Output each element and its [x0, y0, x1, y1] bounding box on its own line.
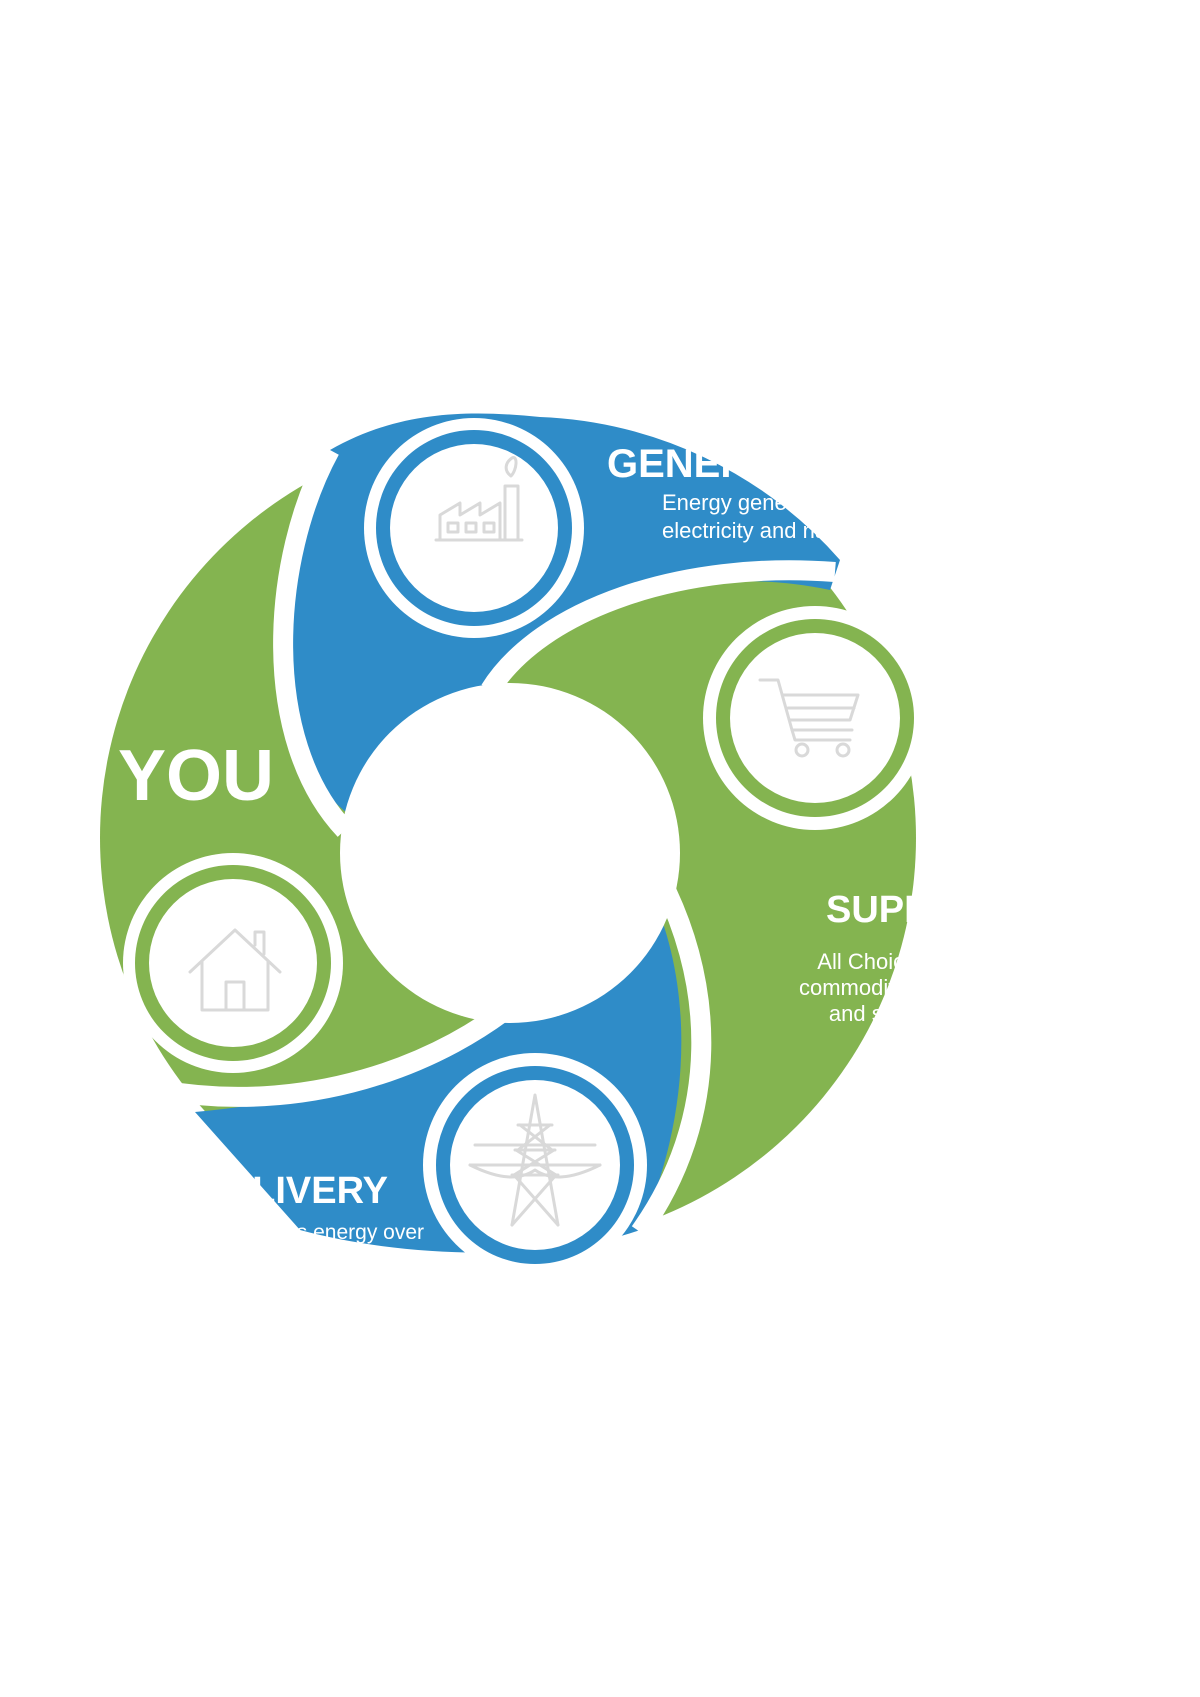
- you-label: YOU: [118, 736, 274, 816]
- delivery-title: DELIVERY: [199, 1170, 388, 1212]
- factory-icon: [434, 456, 524, 542]
- badge-supply: [703, 606, 927, 830]
- badge-you: [123, 853, 343, 1073]
- supply-description-line-1: All Choice Energy shops for these: [817, 949, 1148, 974]
- badge-generation: [364, 418, 584, 638]
- delivery-description-line-2: its network of pipes and wires to: [125, 1247, 424, 1270]
- delivery-description-line-3: homes and small businesses: [154, 1273, 424, 1296]
- house-icon: [188, 928, 282, 1012]
- separator-right: [631, 854, 712, 1238]
- generation-description-line-1: Energy generators produce: [662, 490, 929, 515]
- separator-top: [481, 560, 836, 696]
- generation-title: GENERATION: [607, 442, 871, 486]
- supply-description-line-3: and supplies them to your utility: [829, 1001, 1137, 1026]
- shopping-cart-icon: [758, 678, 860, 758]
- separator-left: [273, 445, 353, 837]
- supply-description-line-2: commodities on the wholesale market: [799, 975, 1167, 1000]
- center-hole: [340, 683, 680, 1023]
- power-tower-icon: [468, 1093, 602, 1227]
- generation-description-line-2: electricity and natural gas: [662, 518, 911, 543]
- supply-title: SUPPLY: [826, 889, 975, 931]
- delivery-description-line-1: The utility then delivers energy over: [93, 1221, 425, 1244]
